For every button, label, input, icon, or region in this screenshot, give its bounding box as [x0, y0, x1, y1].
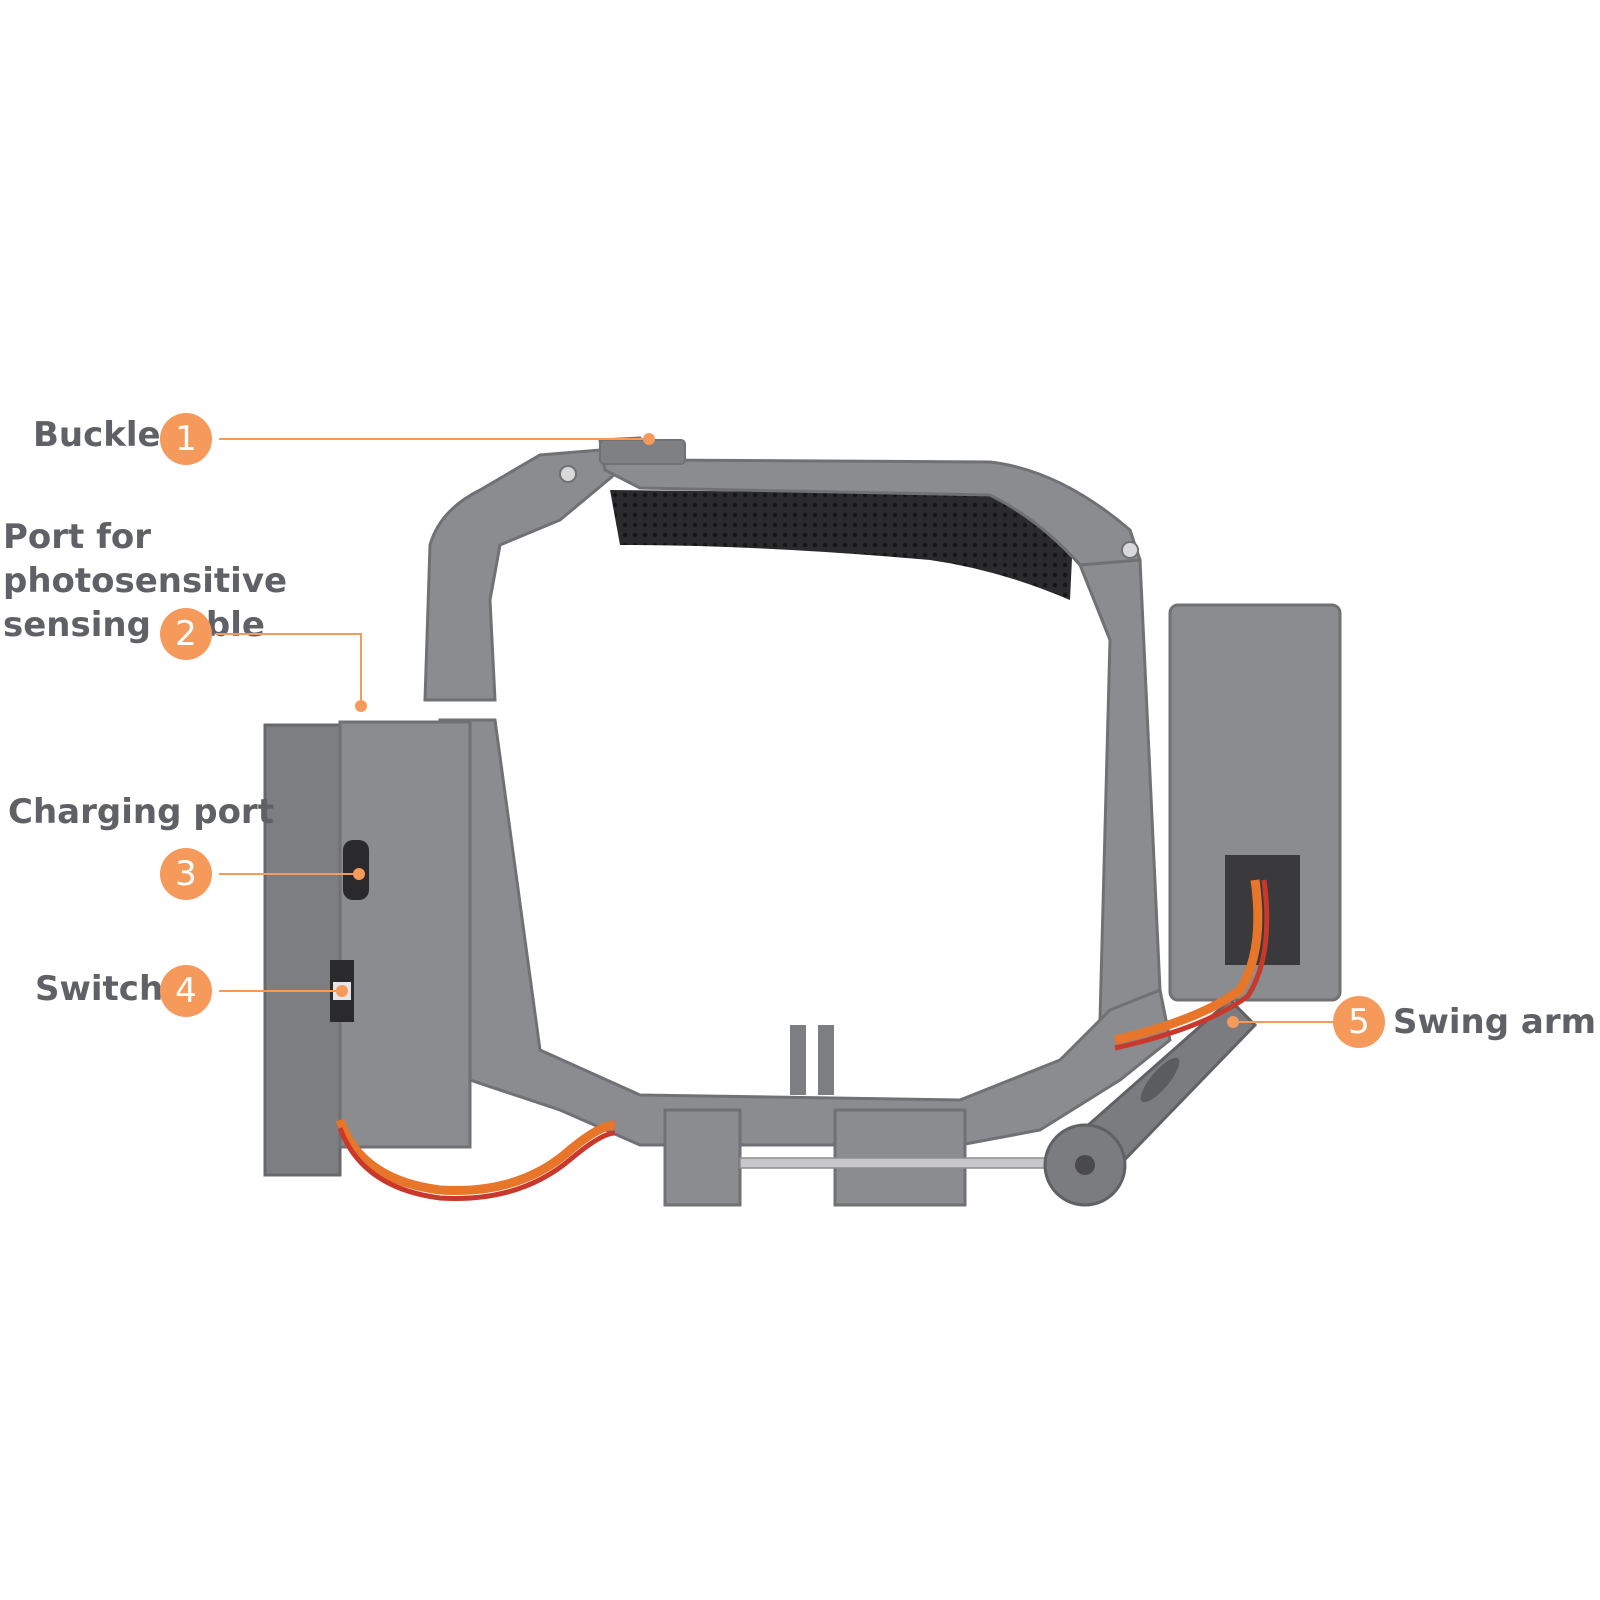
hinge-pin-left [559, 465, 577, 483]
swing-arm-hole [1075, 1155, 1095, 1175]
callout-label-charging-port: Charging port [8, 792, 274, 832]
bottom-block-left [663, 1108, 742, 1207]
leader-line-1 [219, 438, 645, 440]
callout-label-swing-arm: Swing arm [1393, 1002, 1597, 1042]
swing-arm-slot [1140, 1057, 1180, 1103]
wire-left [335, 1118, 616, 1195]
leader-dot-3 [353, 868, 365, 880]
left-module-front [338, 720, 472, 1149]
callout-badge-4: 4 [160, 965, 212, 1017]
callout-label-photosensitive-port: Port for photosensitive sensing cable [3, 517, 288, 646]
leader-line-5 [1235, 1021, 1333, 1023]
leader-dot-4 [336, 985, 348, 997]
buckle-tab [599, 439, 686, 465]
peg-right [818, 1025, 834, 1095]
callout-label-buckle: Buckle [33, 415, 161, 455]
leader-line-2b [360, 633, 362, 701]
right-clamp-arm [1077, 558, 1162, 1023]
left-clamp-arm [423, 448, 623, 702]
callout-badge-3: 3 [160, 848, 212, 900]
peg-left [790, 1025, 806, 1095]
release-pin [739, 1157, 1086, 1169]
callout-badge-2: 2 [160, 608, 212, 660]
strap-mesh [610, 490, 1075, 600]
callout-badge-5: 5 [1333, 996, 1385, 1048]
callout-badge-1: 1 [160, 413, 212, 465]
wire-left-red [337, 1127, 616, 1201]
leader-line-2a [216, 633, 362, 635]
wire-right-red [1114, 879, 1270, 1051]
wire-right [1113, 879, 1263, 1045]
leader-dot-2 [355, 700, 367, 712]
leader-line-4 [219, 990, 341, 992]
hinge-pin-right [1121, 541, 1139, 559]
leader-line-3 [219, 873, 359, 875]
left-module-side [263, 723, 342, 1177]
leader-dot-5 [1227, 1016, 1239, 1028]
callout-label-switch: Switch [35, 969, 164, 1009]
leader-dot-1 [643, 433, 655, 445]
